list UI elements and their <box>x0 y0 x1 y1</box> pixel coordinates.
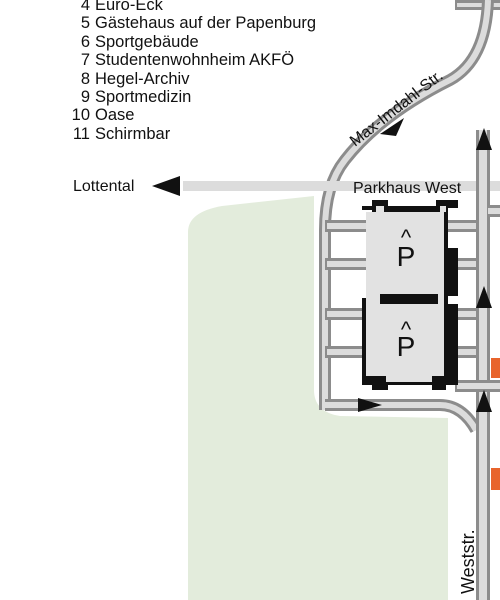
parking-letter-lower: P <box>397 331 416 362</box>
label-parkhaus-west: Parkhaus West <box>353 180 462 197</box>
arrow-left-lottental-icon <box>152 176 180 196</box>
marker-orange-upper <box>491 358 500 378</box>
legend-item-number: 6 <box>80 32 90 51</box>
label-weststr: Weststr. <box>458 529 478 594</box>
parking-hat-upper: ^ <box>401 225 412 250</box>
legend-item-name: Sportgebäude <box>95 32 199 51</box>
legend-item: 5 Gästehaus auf der Papenburg <box>60 14 316 32</box>
legend-item: 8 Hegel-Archiv <box>60 70 316 88</box>
legend-item: 7 Studentenwohnheim AKFÖ <box>60 51 316 69</box>
legend-item-number: 5 <box>80 14 90 33</box>
arrow-up-weststr-top-icon <box>476 128 492 150</box>
legend-item: 10 Oase <box>60 106 316 124</box>
legend-item-name: Oase <box>95 106 135 125</box>
arrow-right-parkhaus-icon <box>358 398 382 412</box>
road-weststr <box>455 130 500 600</box>
arrow-down-max-imdahl-icon <box>380 118 404 136</box>
parking-symbol-upper: ^ P <box>397 225 416 272</box>
legend-item-name: Sportmedizin <box>95 87 192 106</box>
parking-hat-lower: ^ <box>401 317 412 342</box>
legend-item-name: Hegel-Archiv <box>95 69 190 88</box>
legend-item: 11 Schirmbar <box>60 125 316 143</box>
arrow-up-weststr-mid-icon <box>476 286 492 308</box>
green-area <box>188 196 448 600</box>
legend-item-number: 9 <box>80 87 90 106</box>
parking-letter-upper: P <box>397 241 416 272</box>
legend-item-number: 10 <box>71 106 90 125</box>
legend-item-number: 7 <box>80 51 90 70</box>
label-lottental: Lottental <box>73 178 135 195</box>
legend-item-number: 4 <box>80 0 90 14</box>
legend-item: 9 Sportmedizin <box>60 88 316 106</box>
legend-item: 4 Euro-Eck <box>60 0 316 14</box>
label-max-imdahl: Max-Imdahl-Str. <box>347 67 446 150</box>
legend-item-name: Euro-Eck <box>95 0 163 14</box>
parkhaus-west-building <box>362 200 458 390</box>
legend-item: 6 Sportgebäude <box>60 33 316 51</box>
legend-item-name: Studentenwohnheim AKFÖ <box>95 51 295 70</box>
road-lottental <box>183 181 500 191</box>
parking-symbol-lower: ^ P <box>397 317 416 362</box>
legend-item-number: 11 <box>72 124 90 143</box>
arrow-up-weststr-low-icon <box>476 390 492 412</box>
marker-orange-lower <box>491 468 500 490</box>
legend-item-name: Schirmbar <box>95 124 171 143</box>
legend-item-number: 8 <box>80 69 90 88</box>
road-max-imdahl <box>319 0 494 410</box>
legend-item-name: Gästehaus auf der Papenburg <box>95 14 317 33</box>
